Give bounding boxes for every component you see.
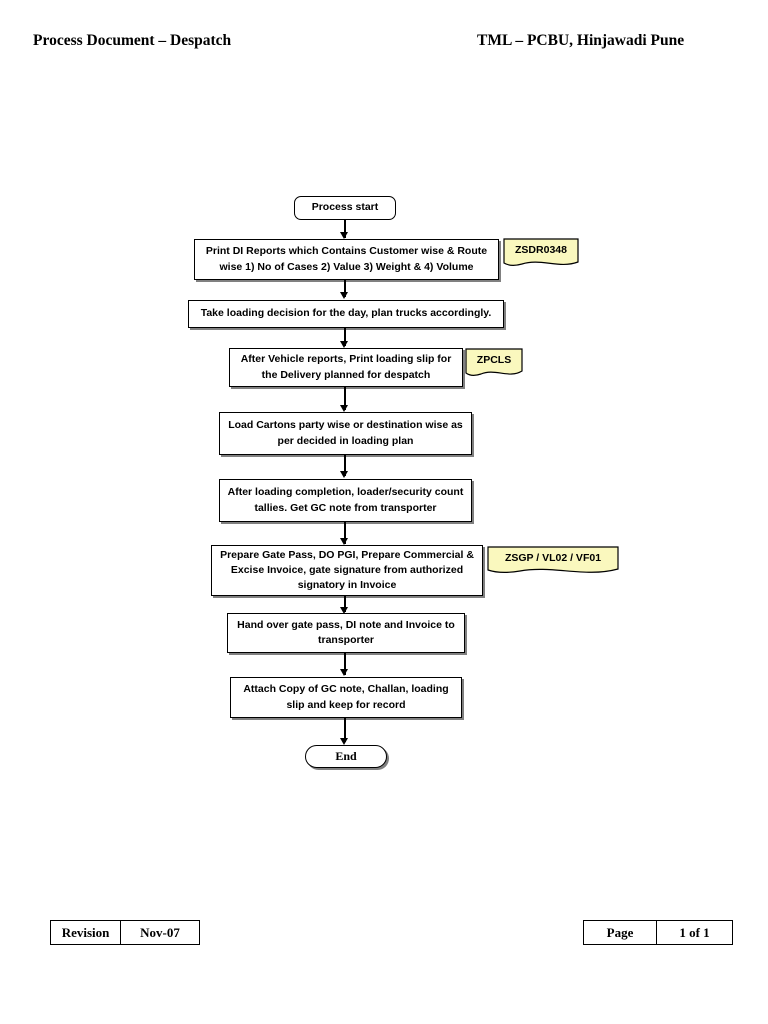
arrowhead-step1 [340,232,348,239]
flow-node-label: Attach Copy of GC note, Challan, loading… [243,683,449,711]
flow-node-hand-over-documents[interactable]: Hand over gate pass, DI note and Invoice… [227,613,465,653]
flow-node-label: Prepare Gate Pass, DO PGI, Prepare Comme… [220,548,474,592]
page-title-left: Process Document – Despatch [33,32,232,49]
arrowhead-end [340,738,348,745]
page-table: Page 1 of 1 [583,920,733,945]
connector-step8-to-end [344,718,346,742]
flow-node-label: Take loading decision for the day, plan … [200,307,492,320]
flow-node-count-tallies[interactable]: After loading completion, loader/securit… [219,479,472,522]
annotation-note-label: ZSGP / VL02 / VF01 [504,552,602,564]
connector-start-to-step1 [344,220,346,238]
arrowhead-step3 [340,341,348,348]
arrowhead-step5 [340,471,348,478]
flow-node-end[interactable]: End [305,745,387,768]
connector-step3-to-step4 [344,387,346,410]
page-title-right: TML – PCBU, Hinjawadi Pune [477,32,685,49]
revision-value: Nov-07 [120,921,199,944]
flow-node-label: Hand over gate pass, DI note and Invoice… [237,618,455,646]
connector-step4-to-step5 [344,455,346,476]
flow-node-print-di-reports[interactable]: Print DI Reports which Contains Customer… [194,239,499,280]
flow-node-label: Print DI Reports which Contains Customer… [205,245,488,273]
flow-node-attach-copy-records[interactable]: Attach Copy of GC note, Challan, loading… [230,677,462,718]
revision-label: Revision [61,924,110,940]
flow-node-prepare-gate-pass[interactable]: Prepare Gate Pass, DO PGI, Prepare Comme… [211,545,483,596]
annotation-note-label: ZPCLS [476,354,512,366]
flow-node-process-start[interactable]: Process start [294,196,396,220]
connector-step6-to-step7 [344,596,346,612]
flow-node-label: Load Cartons party wise or destination w… [228,419,463,447]
flow-node-label: After Vehicle reports, Print loading sli… [240,353,452,381]
arrowhead-step6 [340,538,348,545]
connector-step2-to-step3 [344,328,346,346]
arrowhead-step7 [340,607,348,614]
connector-step1-to-step2 [344,280,346,297]
flow-node-print-loading-slip[interactable]: After Vehicle reports, Print loading sli… [229,348,463,387]
annotation-note-label: ZSDR0348 [515,244,567,256]
arrowhead-step2 [340,292,348,299]
document-header: Process Document – Despatch TML – PCBU, … [0,32,768,56]
flow-node-label: End [335,748,357,763]
flow-node-loading-decision[interactable]: Take loading decision for the day, plan … [188,300,504,328]
page-label: Page [606,924,634,940]
page-value: 1 of 1 [656,921,732,944]
annotation-note-zsgp-vl02-vf01[interactable]: ZSGP / VL02 / VF01 [487,546,619,578]
arrowhead-step4 [340,405,348,412]
annotation-note-zsdr0348[interactable]: ZSDR0348 [503,238,579,270]
annotation-note-zpcls[interactable]: ZPCLS [465,348,523,380]
revision-table: Revision Nov-07 [50,920,200,945]
arrowhead-step8 [340,669,348,676]
connector-step5-to-step6 [344,522,346,544]
connector-step7-to-step8 [344,653,346,675]
flow-node-label: After loading completion, loader/securit… [227,486,464,514]
flow-node-load-cartons[interactable]: Load Cartons party wise or destination w… [219,412,472,455]
flow-node-label: Process start [311,201,379,214]
